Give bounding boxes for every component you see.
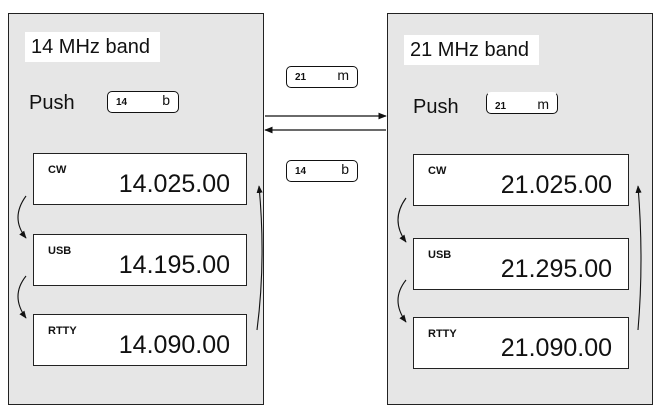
memory-box-cw: CW 14.025.00 <box>33 153 247 205</box>
frequency-readout: 14.195.00 <box>118 251 230 279</box>
memory-box-cw: CW 21.025.00 <box>413 154 629 206</box>
arrow-rtty-to-cw-right <box>635 185 642 331</box>
mode-label: CW <box>428 165 447 177</box>
key-sublabel: b <box>162 92 170 108</box>
frequency-readout: 21.090.00 <box>500 334 612 362</box>
transition-key-14[interactable]: 14 b <box>286 160 358 182</box>
memory-box-usb: USB 14.195.00 <box>33 234 247 286</box>
push-label: Push <box>413 96 459 118</box>
band-key-14[interactable]: 14 b <box>107 91 179 113</box>
key-sublabel: m <box>537 96 549 112</box>
key-number: 21 <box>495 101 507 112</box>
arrow-cw-to-usb-right <box>397 197 407 243</box>
arrow-usb-to-rtty-right <box>397 279 407 323</box>
memory-box-rtty: RTTY 14.090.00 <box>33 314 247 366</box>
band-panel-21mhz: 21 MHz band Push 21 m CW 21.025.00 USB 2… <box>387 13 653 405</box>
key-sublabel: b <box>341 161 349 177</box>
arrow-cw-to-usb-left <box>17 195 27 239</box>
mode-label: RTTY <box>48 325 77 337</box>
mode-label: RTTY <box>428 328 457 340</box>
mode-label: USB <box>428 249 452 261</box>
transition-key-21[interactable]: 21 m <box>286 66 358 88</box>
push-label: Push <box>29 92 75 114</box>
key-number: 21 <box>295 72 307 83</box>
key-sublabel: m <box>337 67 349 83</box>
frequency-readout: 14.090.00 <box>118 331 230 359</box>
mode-label: USB <box>48 245 72 257</box>
key-number: 14 <box>116 97 128 108</box>
frequency-readout: 21.025.00 <box>500 171 612 199</box>
frequency-readout: 21.295.00 <box>500 255 612 283</box>
arrow-usb-to-rtty-left <box>17 275 27 319</box>
band-title: 21 MHz band <box>404 35 539 65</box>
band-key-21[interactable]: 21 m <box>486 92 558 114</box>
arrow-rtty-to-cw-left <box>256 185 263 331</box>
key-number: 14 <box>295 166 307 177</box>
mode-label: CW <box>48 164 67 176</box>
frequency-readout: 14.025.00 <box>118 170 230 198</box>
memory-box-usb: USB 21.295.00 <box>413 238 629 290</box>
band-title: 14 MHz band <box>25 32 160 62</box>
memory-box-rtty: RTTY 21.090.00 <box>413 317 629 369</box>
band-panel-14mhz: 14 MHz band Push 14 b CW 14.025.00 USB 1… <box>8 13 264 405</box>
